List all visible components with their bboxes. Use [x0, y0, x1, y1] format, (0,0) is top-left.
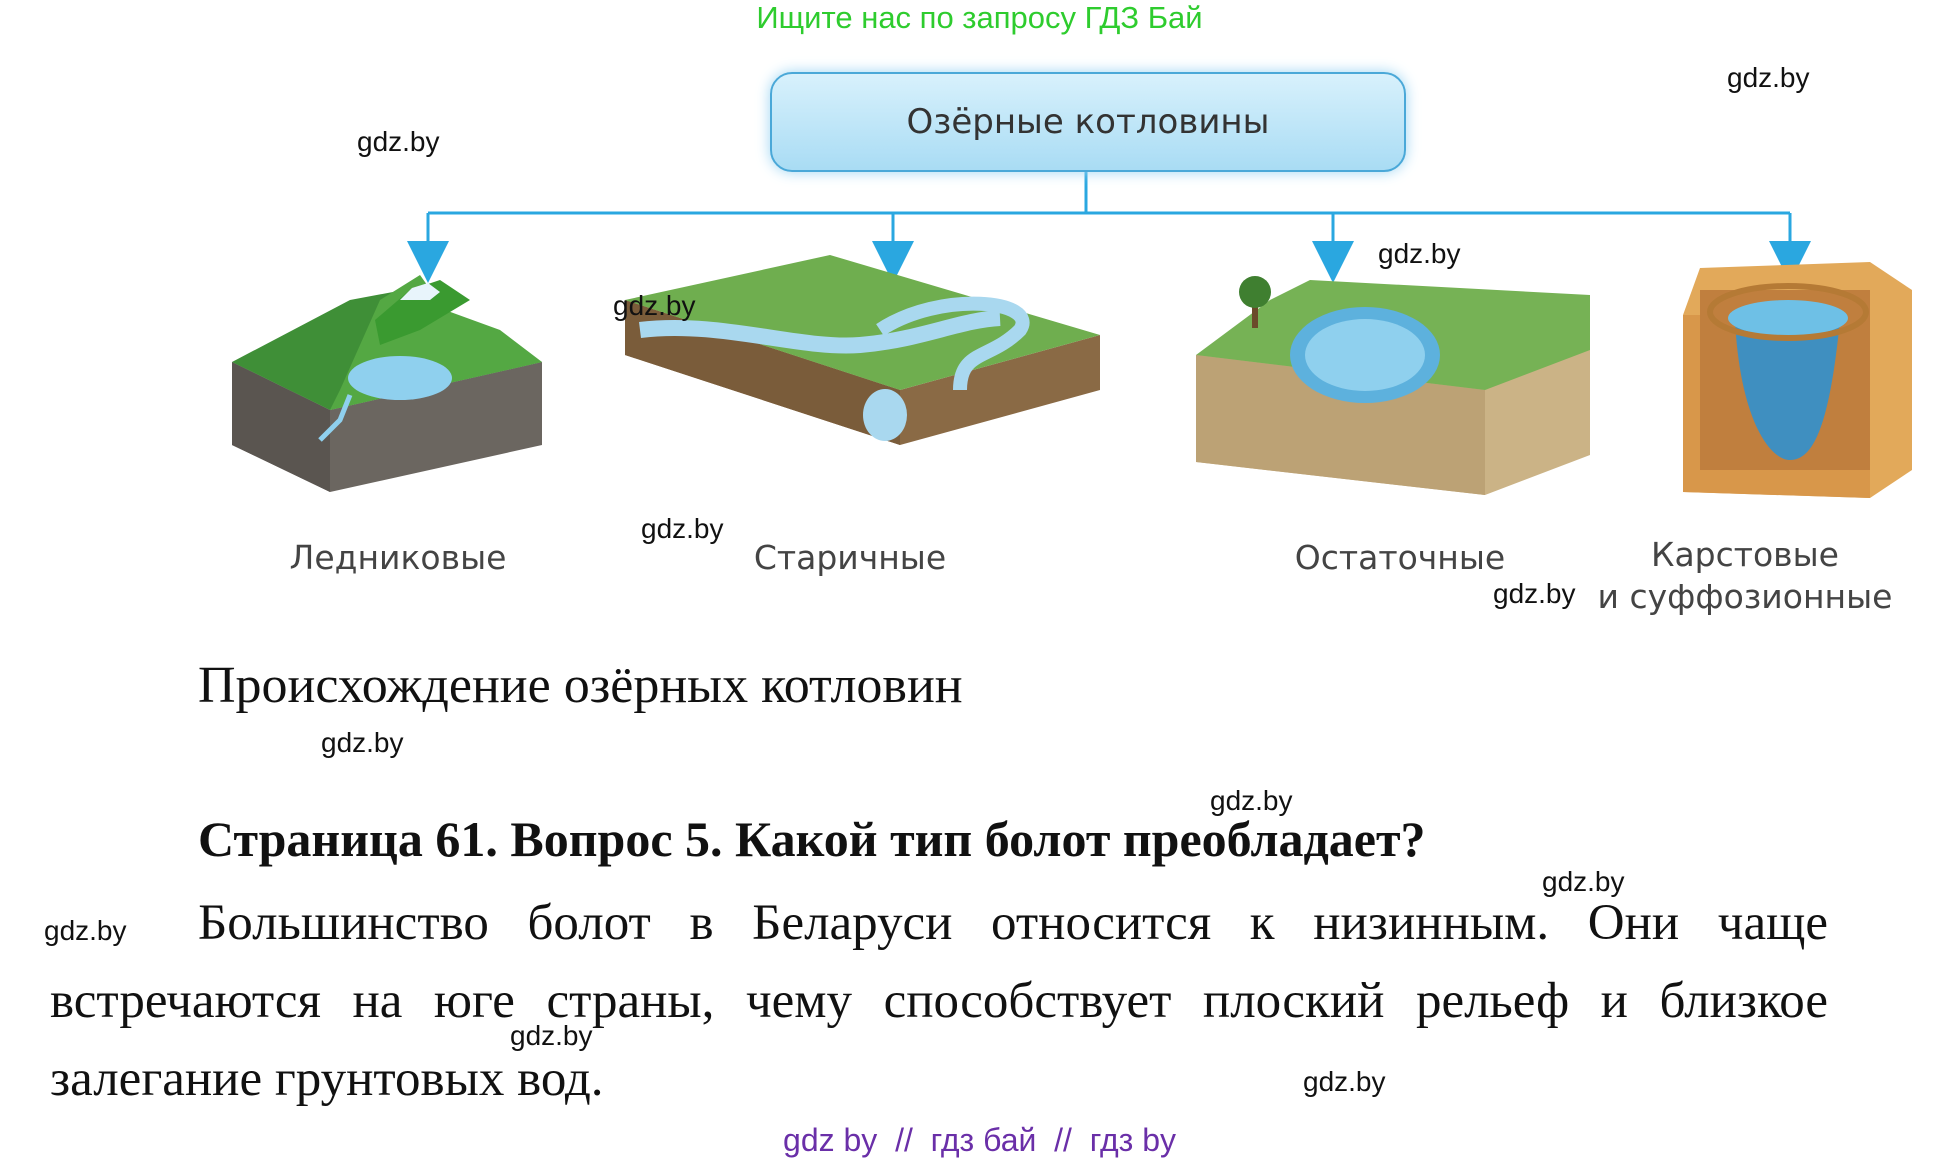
category-suffosion: и суффозионные [1597, 577, 1893, 616]
figure-caption: Происхождение озёрных котловин [198, 657, 963, 714]
karst-basin-illustration [1683, 262, 1912, 498]
watermark: gdz.by [510, 1020, 593, 1051]
watermark: gdz.by [1542, 866, 1625, 897]
search-banner: Ищите нас по запросу ГДЗ Бай [756, 0, 1203, 35]
watermark: gdz.by [357, 126, 440, 157]
watermark: gdz.by [1210, 785, 1293, 816]
glacial-basin-illustration [232, 275, 542, 492]
watermark: gdz.by [1727, 62, 1810, 93]
category-residual: Остаточные [1294, 538, 1506, 577]
category-glacial: Ледниковые [289, 538, 507, 577]
diagram-root-box: Озёрные котловины [770, 72, 1406, 172]
question-heading: Страница 61. Вопрос 5. Какой тип болот п… [198, 811, 1426, 867]
watermark: gdz.by [613, 290, 696, 321]
answer-paragraph: Большинство болот в Беларуси относится к… [50, 895, 1828, 1107]
residual-basin-illustration [1196, 276, 1590, 495]
footer-links: gdz by // гдз бай // гдз by [783, 1122, 1176, 1158]
watermark: gdz.by [1303, 1066, 1386, 1097]
category-karst: Карстовые [1651, 535, 1839, 574]
oxbow-basin-illustration [625, 255, 1100, 445]
watermark: gdz.by [321, 727, 404, 758]
watermark: gdz.by [1378, 238, 1461, 269]
watermark: gdz.by [1493, 578, 1576, 609]
lake-basins-diagram [232, 168, 1912, 498]
category-oxbow: Старичные [753, 538, 947, 577]
watermark: gdz.by [44, 915, 127, 946]
watermark: gdz.by [641, 513, 724, 544]
connector-lines [407, 168, 1811, 283]
